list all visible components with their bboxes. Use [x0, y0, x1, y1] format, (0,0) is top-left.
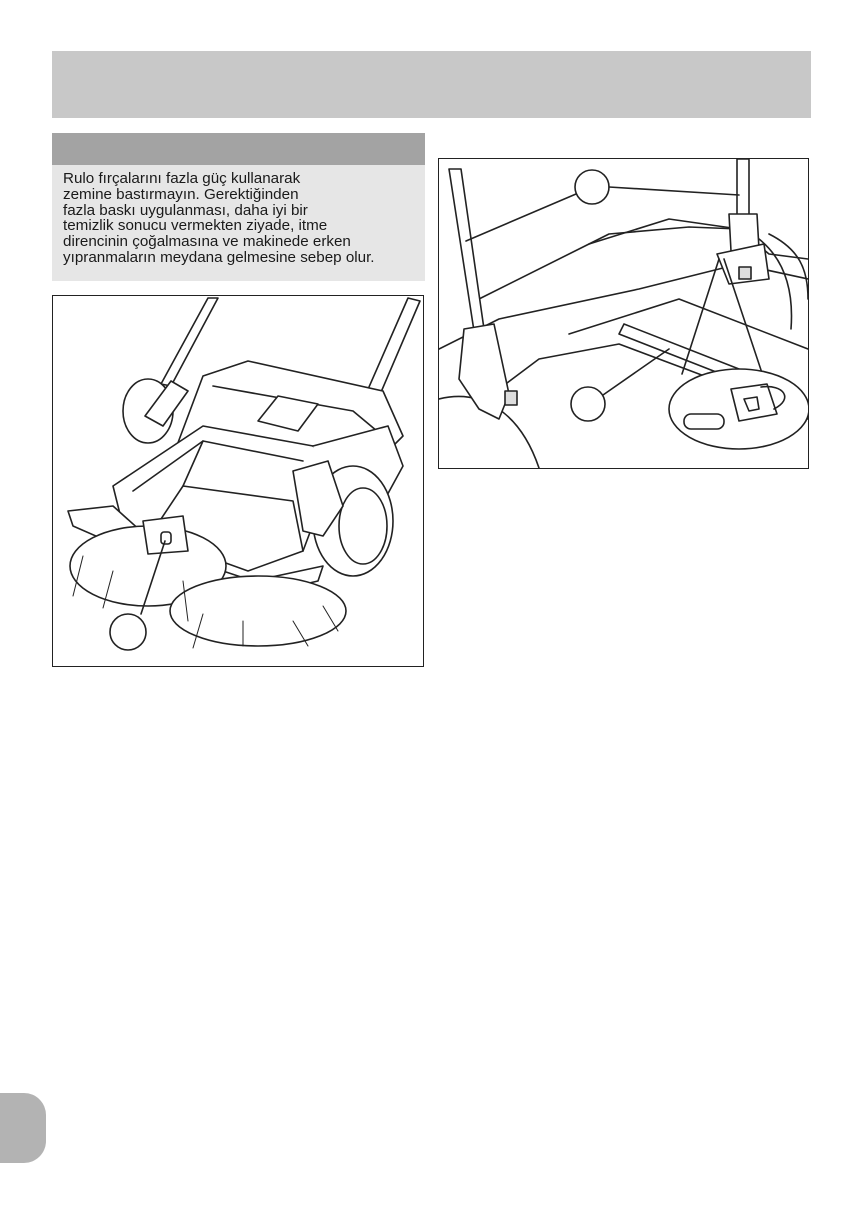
note-header-bar: [52, 133, 425, 165]
sweeper-front-illustration: [52, 295, 424, 667]
note-line: direncinin çoğalmasına ve makinede erken: [63, 234, 417, 250]
section-title-banner: [52, 51, 811, 118]
note-box: Rulo fırçalarını fazla güç kullanarak ze…: [52, 165, 425, 281]
note-line: temizlik sonucu vermekten ziyade, itme: [63, 218, 417, 234]
note-line: yıpranmaların meydana gelmesine sebep ol…: [63, 250, 417, 266]
note-line: fazla baskı uygulanması, daha iyi bir: [63, 203, 417, 219]
handle-mount-detail-illustration: [438, 158, 809, 469]
note-line: zemine bastırmayın. Gerektiğinden: [63, 187, 417, 203]
note-line: Rulo fırçalarını fazla güç kullanarak: [63, 171, 417, 187]
page-tab: [0, 1093, 46, 1163]
